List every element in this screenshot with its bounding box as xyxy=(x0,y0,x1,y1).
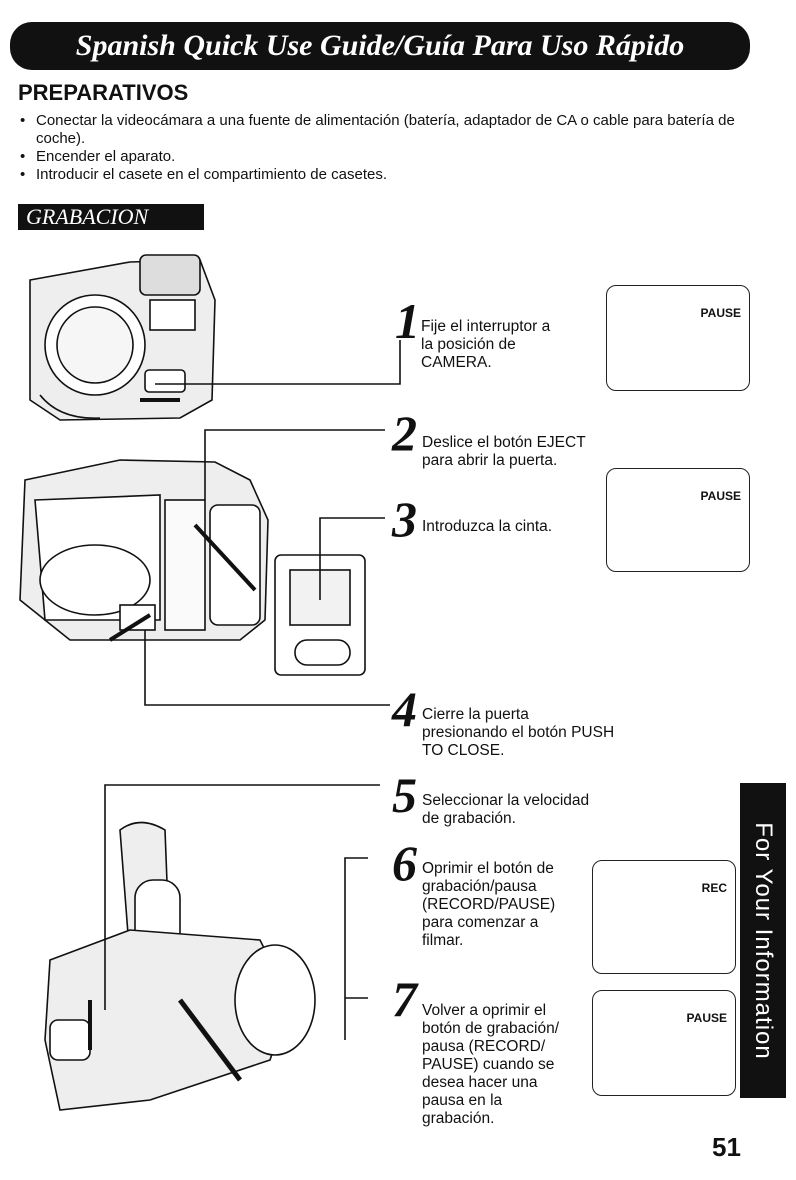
viewfinder-indicator: PAUSE xyxy=(686,1011,727,1025)
step-text: Oprimir el botón de grabación/pausa (REC… xyxy=(422,860,556,949)
list-item: Conectar la videocámara a una fuente de … xyxy=(18,112,738,148)
camcorder-open-door-illustration xyxy=(19,459,269,642)
step-number: 2 xyxy=(392,405,417,461)
viewfinder-indicator: PAUSE xyxy=(700,489,741,503)
step-text: Seleccionar la velocidad de grabación. xyxy=(422,792,590,827)
side-tab-label: For Your Information xyxy=(750,821,777,1060)
camcorder-recording-illustration xyxy=(44,821,316,1111)
step-number: 7 xyxy=(392,971,417,1027)
viewfinder-display: PAUSE xyxy=(592,990,736,1096)
viewfinder-indicator: REC xyxy=(701,881,727,895)
preparativos-heading: PREPARATIVOS xyxy=(18,80,189,105)
grabacion-heading: GRABACION xyxy=(18,204,204,230)
step-text: Introduzca la cinta. xyxy=(422,518,553,535)
step-text: Cierre la puerta presionando el botón PU… xyxy=(422,706,615,759)
step-number: 6 xyxy=(392,835,417,891)
step-number: 4 xyxy=(392,681,417,737)
step-number: 3 xyxy=(392,491,417,547)
viewfinder-display: PAUSE xyxy=(606,468,750,572)
page-banner-title: Spanish Quick Use Guide/Guía Para Uso Rá… xyxy=(10,22,750,70)
step-number: 1 xyxy=(395,293,420,349)
step-number: 5 xyxy=(392,767,417,823)
step-text: Deslice el botón EJECT para abrir la pue… xyxy=(422,434,586,469)
preparativos-list: Conectar la videocámara a una fuente de … xyxy=(18,112,738,184)
step-text: Volver a oprimir el botón de grabación/ … xyxy=(422,1002,560,1127)
page-number: 51 xyxy=(712,1132,741,1162)
step-text: Fije el interruptor a la posición de CAM… xyxy=(421,318,551,371)
list-item: Introducir el casete en el compartimient… xyxy=(18,166,738,184)
viewfinder-display: REC xyxy=(592,860,736,974)
viewfinder-display: PAUSE xyxy=(606,285,750,391)
side-tab: For Your Information xyxy=(740,783,786,1098)
camcorder-front-illustration xyxy=(29,254,216,421)
viewfinder-indicator: PAUSE xyxy=(700,306,741,320)
list-item: Encender el aparato. xyxy=(18,148,738,166)
